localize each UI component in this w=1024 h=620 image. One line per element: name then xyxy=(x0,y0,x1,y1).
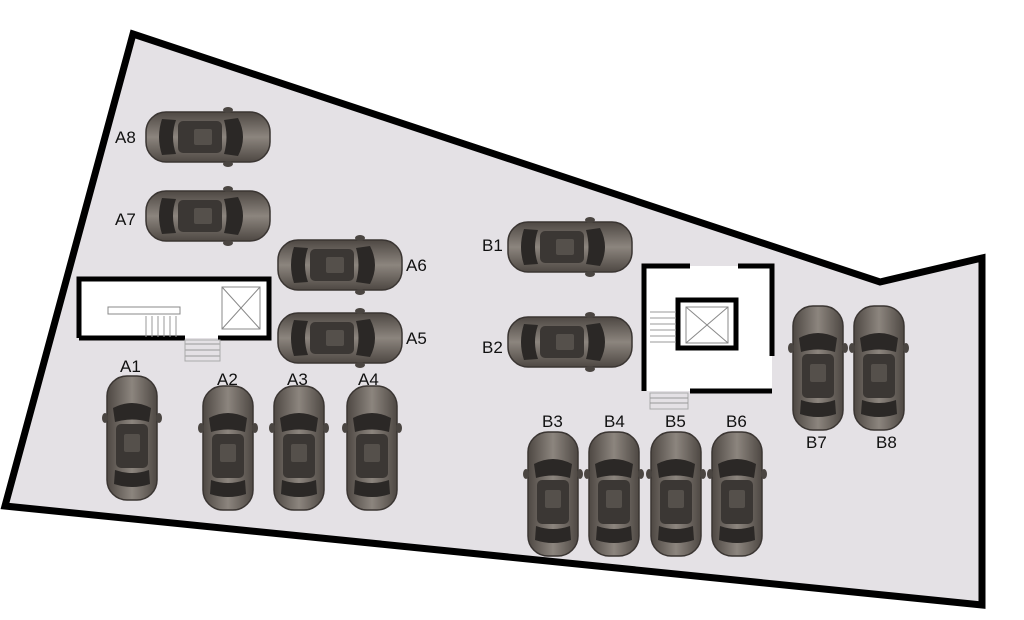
space-label-a1: A1 xyxy=(120,357,141,376)
space-label-b5: B5 xyxy=(665,412,686,431)
stairs-icon xyxy=(649,311,689,410)
space-label-a4: A4 xyxy=(358,370,379,389)
space-label-a2: A2 xyxy=(217,370,238,389)
space-label-a6: A6 xyxy=(406,256,427,275)
elevator-icon xyxy=(221,286,261,330)
space-label-b2: B2 xyxy=(482,338,503,357)
space-label-b7: B7 xyxy=(806,433,827,452)
space-label-a7: A7 xyxy=(115,210,136,229)
stairs-icon xyxy=(107,306,221,362)
core-b xyxy=(641,263,775,410)
space-label-a5: A5 xyxy=(406,329,427,348)
space-label-a8: A8 xyxy=(115,128,136,147)
space-label-b6: B6 xyxy=(726,412,747,431)
space-label-b1: B1 xyxy=(482,236,503,255)
space-label-a3: A3 xyxy=(287,370,308,389)
space-labels: A8 A7 A6 A5 A1 A2 A3 A4 B1 B2 B3 B4 B5 B… xyxy=(115,128,897,452)
space-label-b4: B4 xyxy=(604,412,625,431)
core-a xyxy=(76,276,272,362)
elevator-icon xyxy=(675,297,739,351)
space-label-b3: B3 xyxy=(542,412,563,431)
space-label-b8: B8 xyxy=(876,433,897,452)
